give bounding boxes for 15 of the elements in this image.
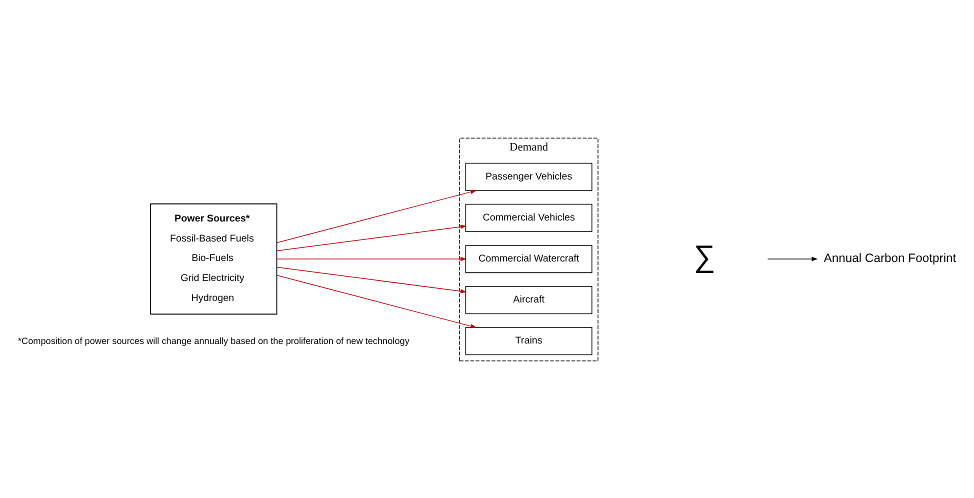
arrow — [276, 274, 477, 328]
arrow — [276, 266, 467, 293]
node-text: ∑ — [694, 239, 716, 274]
node-label: *Composition of power sources will change annually based on the proliferation of new technology — [18, 336, 410, 346]
node-box: Commercial Vehicles — [465, 203, 592, 232]
arrow — [276, 189, 477, 242]
node-box: Power Sources* Fossil-Based Fuels Bio-Fuels Grid Electricity Hydrogen — [150, 202, 278, 314]
arrow — [767, 256, 818, 261]
node-box: Aircraft — [465, 286, 592, 314]
node-box: Trains — [465, 326, 592, 355]
node-box: Commercial Watercraft — [465, 244, 592, 273]
arrow — [276, 224, 467, 251]
node-text: Annual Carbon Footprint — [824, 250, 956, 264]
arrow — [276, 256, 467, 261]
node-box: Passenger Vehicles — [465, 162, 592, 190]
